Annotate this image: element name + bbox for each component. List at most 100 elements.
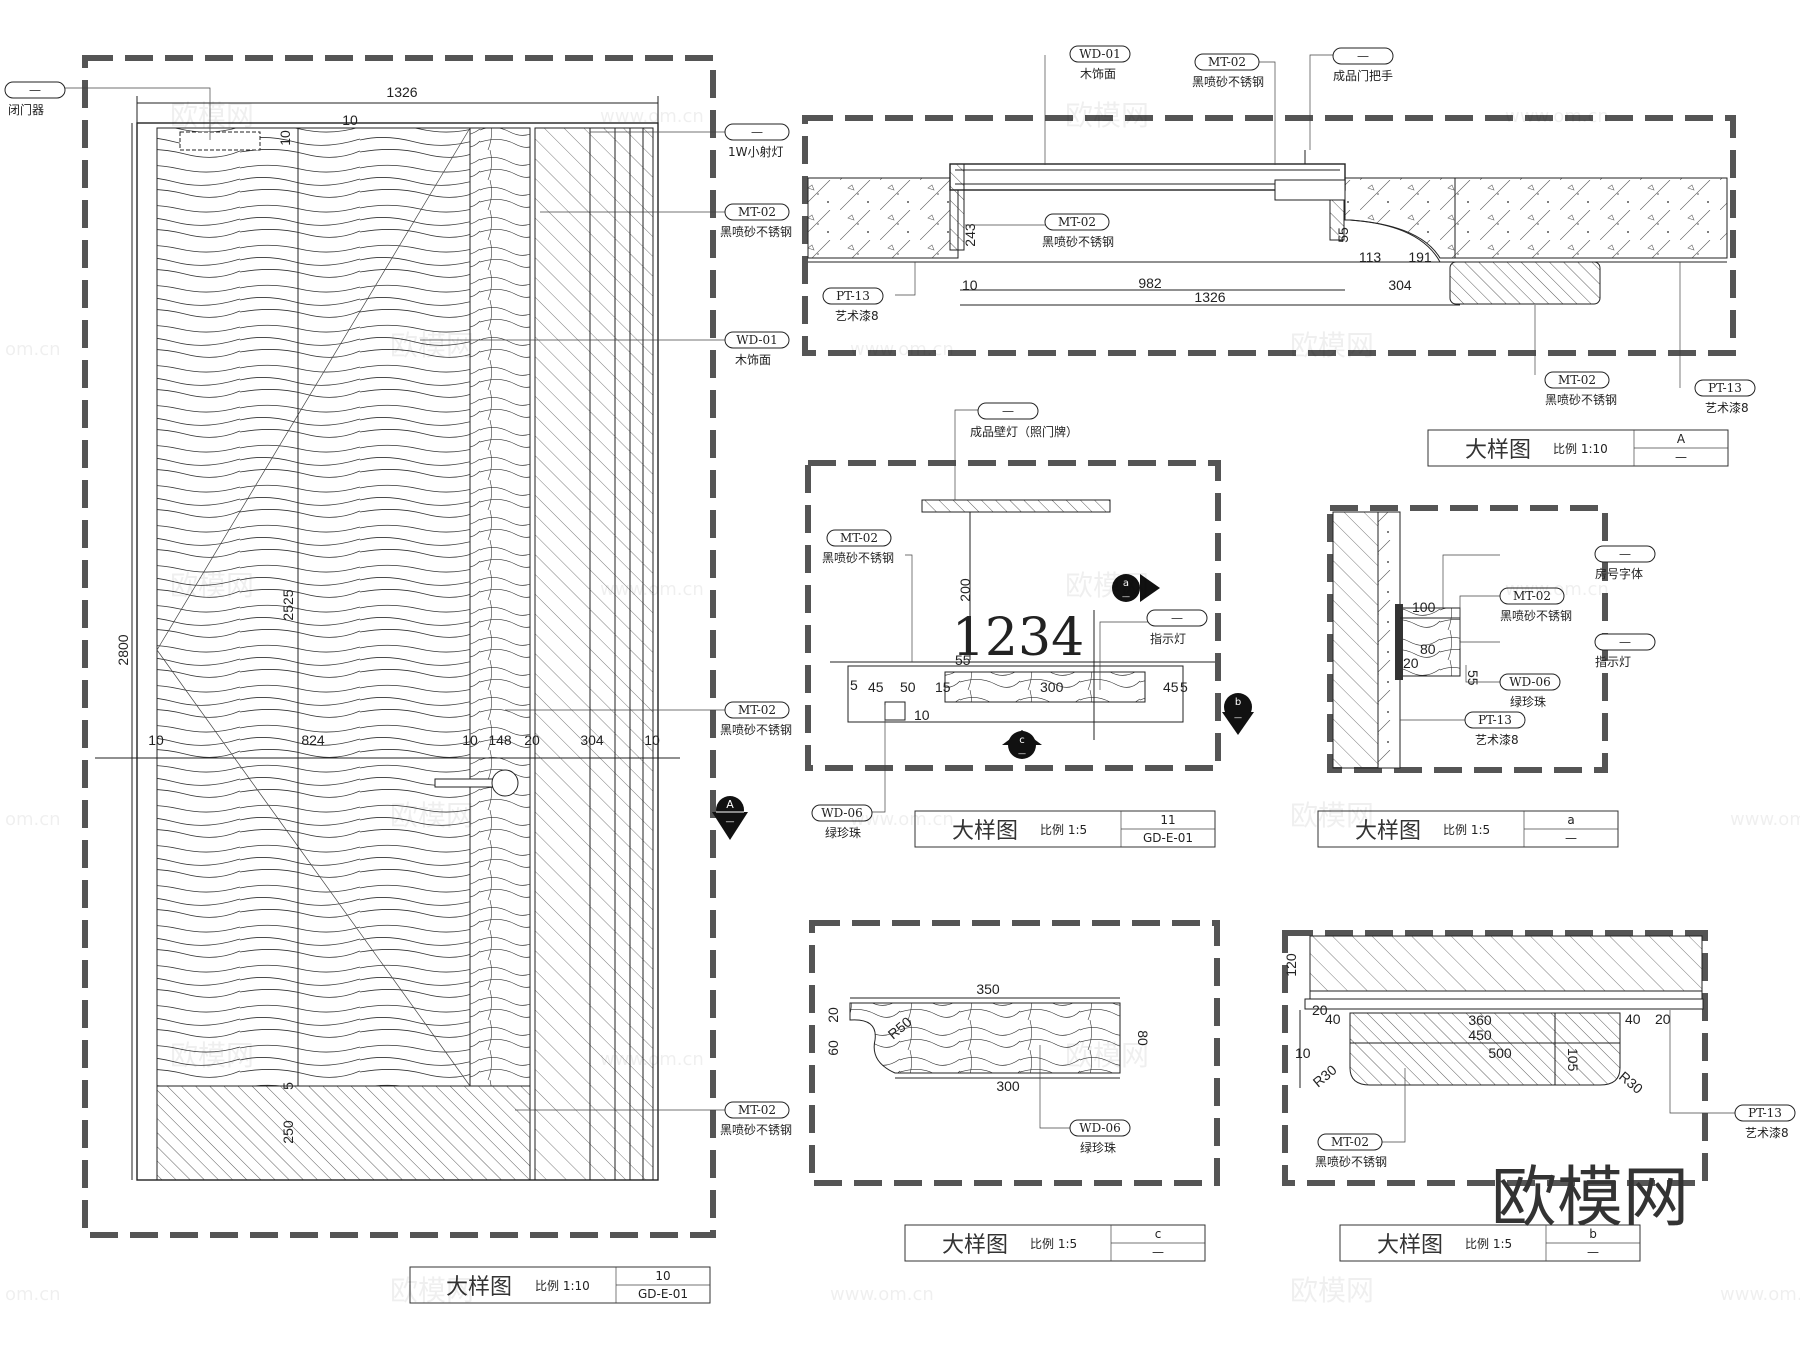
- dim-top-small-2: 10: [342, 112, 358, 128]
- svg-text:om.cn: om.cn: [5, 339, 61, 360]
- svg-text:欧模网: 欧模网: [390, 329, 474, 362]
- svg-text:a: a: [1567, 813, 1574, 827]
- dim-mid-gap: 10: [462, 732, 478, 748]
- svg-text:45: 45: [868, 679, 884, 695]
- detail-a: 100 80 20 55 — 房号字体 MT-02 黑喷砂不锈钢 — 指示灯 W…: [1317, 505, 1656, 848]
- svg-text:10: 10: [655, 1269, 670, 1283]
- svg-text:R30: R30: [1616, 1068, 1646, 1097]
- svg-text:艺术漆8: 艺术漆8: [1745, 1126, 1789, 1140]
- svg-text:20: 20: [1403, 655, 1419, 671]
- detail-b-frame: [1282, 930, 1708, 1186]
- svg-text:大样图: 大样图: [1355, 819, 1421, 844]
- plan-frame: [802, 115, 1736, 356]
- svg-text:55: 55: [955, 652, 971, 668]
- svg-text:WD-06: WD-06: [821, 806, 863, 820]
- plan-label-mt02-top: MT-02 黑喷砂不锈钢: [1192, 53, 1264, 89]
- svg-text:MT-02: MT-02: [1513, 589, 1551, 603]
- svg-text:55: 55: [1465, 670, 1481, 686]
- svg-text:欧模网: 欧模网: [1290, 799, 1374, 832]
- svg-text:WD-01: WD-01: [736, 333, 778, 347]
- dim-total-height: 2800: [115, 634, 131, 665]
- d11-label-wd06: WD-06 绿珍珠: [811, 804, 873, 840]
- svg-text:欧模网: 欧模网: [170, 1039, 254, 1072]
- da-label-pt13: PT-13 艺术漆8: [1464, 711, 1526, 747]
- detail-c-profile: [849, 1002, 1121, 1074]
- svg-text:闭门器: 闭门器: [8, 102, 44, 117]
- plan-label-pt13-right: PT-13 艺术漆8: [1694, 379, 1756, 415]
- dim-right-gap: 10: [644, 732, 660, 748]
- svg-text:www.om.cn: www.om.cn: [600, 106, 704, 127]
- svg-text:比例 1:5: 比例 1:5: [1040, 823, 1087, 837]
- dc-label-wd06: WD-06 绿珍珠: [1069, 1119, 1131, 1155]
- svg-text:欧模网: 欧模网: [1290, 329, 1374, 362]
- title-block-10: 大样图 比例 1:10 10 GD-E-01: [409, 1266, 711, 1304]
- door-closer: [179, 131, 261, 151]
- detail-c: 350 300 20 60 80 R50 WD-06 绿珍珠 大样图 比例 1:…: [809, 920, 1220, 1262]
- svg-text:WD-06: WD-06: [1509, 675, 1551, 689]
- plan-label-handle: — 成品门把手: [1332, 47, 1394, 83]
- da-label-font: — 房号字体: [1594, 545, 1656, 581]
- label-mt02-c: MT-02 黑喷砂不锈钢: [720, 1101, 792, 1137]
- svg-text:300: 300: [1040, 679, 1064, 695]
- svg-text:黑喷砂不锈钢: 黑喷砂不锈钢: [720, 1123, 792, 1137]
- svg-text:大样图: 大样图: [942, 1233, 1008, 1258]
- da-label-wd06: WD-06 绿珍珠: [1499, 673, 1561, 709]
- svg-text:欧模网: 欧模网: [1065, 569, 1149, 602]
- title-block-b: 大样图 比例 1:5 b —: [1339, 1224, 1641, 1262]
- watermarks: 欧模网 www.om.cn 欧模网 www.om.cn om.cn 欧模网 ww…: [5, 99, 1800, 1307]
- svg-text:—: —: [726, 817, 735, 827]
- svg-text:大样图: 大样图: [952, 819, 1018, 844]
- svg-text:房号字体: 房号字体: [1595, 566, 1643, 581]
- svg-text:www.om.cn: www.om.cn: [1720, 1284, 1800, 1305]
- svg-text:—: —: [1152, 1245, 1164, 1259]
- svg-text:PT-13: PT-13: [1478, 713, 1512, 727]
- svg-text:www.om.cn: www.om.cn: [600, 1049, 704, 1070]
- svg-text:105: 105: [1565, 1048, 1581, 1072]
- svg-text:www.om.cn: www.om.cn: [850, 809, 954, 830]
- svg-text:www.om.cn: www.om.cn: [850, 339, 954, 360]
- side-panel: [534, 127, 654, 1181]
- svg-text:欧模网: 欧模网: [390, 799, 474, 832]
- brand-logo: 欧模网: [1491, 1159, 1689, 1236]
- svg-text:欧模网: 欧模网: [1290, 1274, 1374, 1307]
- svg-text:—: —: [1619, 547, 1631, 561]
- dim-door-height: 2525: [280, 589, 296, 620]
- svg-text:A: A: [726, 798, 734, 811]
- title-block-c: 大样图 比例 1:5 c —: [904, 1224, 1206, 1262]
- svg-text:黑喷砂不锈钢: 黑喷砂不锈钢: [720, 723, 792, 737]
- svg-text:www.om.cn: www.om.cn: [830, 1284, 934, 1305]
- svg-text:PT-13: PT-13: [1748, 1106, 1782, 1120]
- svg-text:b: b: [1589, 1227, 1597, 1241]
- svg-text:60: 60: [825, 1040, 841, 1056]
- svg-text:欧模网: 欧模网: [170, 99, 254, 132]
- svg-text:a: a: [1123, 578, 1129, 589]
- svg-text:300: 300: [996, 1078, 1020, 1094]
- detail-a-profile: [1399, 607, 1461, 677]
- svg-text:40: 40: [1325, 1011, 1341, 1027]
- svg-text:黑喷砂不锈钢: 黑喷砂不锈钢: [1192, 75, 1264, 89]
- svg-text:20: 20: [1312, 1002, 1328, 1018]
- svg-text:—: —: [751, 125, 763, 139]
- da-label-indicator: — 指示灯: [1594, 633, 1656, 669]
- svg-text:GD-E-01: GD-E-01: [638, 1287, 688, 1301]
- dim-door-width: 824: [301, 732, 325, 748]
- svg-text:www.om.cn: www.om.cn: [1730, 809, 1800, 830]
- label-wd01: WD-01 木饰面: [724, 331, 790, 367]
- svg-text:黑喷砂不锈钢: 黑喷砂不锈钢: [1315, 1155, 1387, 1169]
- plan-label-wd01: WD-01 木饰面: [1069, 45, 1131, 81]
- svg-text:—: —: [1565, 831, 1577, 845]
- plan-dim-1326: 1326: [1194, 289, 1225, 305]
- svg-text:—: —: [1357, 49, 1369, 63]
- svg-text:c: c: [1155, 1227, 1162, 1241]
- label-spotlight: — 1W小射灯: [724, 123, 790, 159]
- d11-label-lamp: — 成品壁灯（照门牌）: [970, 402, 1078, 439]
- svg-text:20: 20: [1655, 1011, 1671, 1027]
- svg-text:100: 100: [1412, 599, 1436, 615]
- svg-text:20: 20: [825, 1007, 841, 1023]
- svg-text:黑喷砂不锈钢: 黑喷砂不锈钢: [720, 225, 792, 239]
- svg-text:450: 450: [1468, 1027, 1492, 1043]
- plan-dim-113: 113: [1359, 249, 1382, 265]
- svg-text:MT-02: MT-02: [738, 1103, 776, 1117]
- svg-text:A: A: [1677, 432, 1686, 446]
- plan-label-mt02-bottom: MT-02 黑喷砂不锈钢: [1544, 371, 1617, 407]
